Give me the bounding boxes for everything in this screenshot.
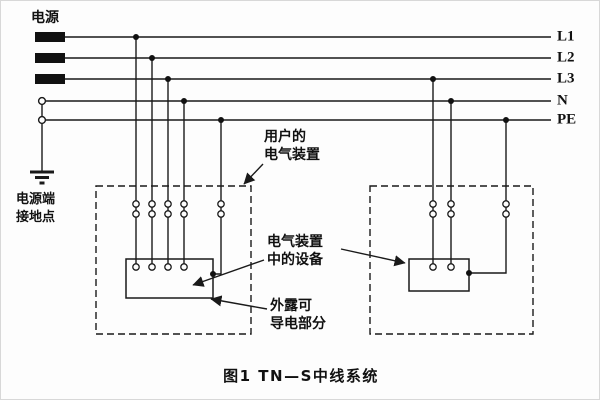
- right-equipment-box: [408, 258, 470, 292]
- power-terminal-blocks: [35, 32, 65, 84]
- annotation-arrows: [192, 163, 406, 310]
- bus-label-n: N: [557, 92, 568, 109]
- right-wire-pe: [469, 120, 507, 274]
- annotation-equipment-line2: 中的设备: [267, 252, 323, 268]
- source-open-terminals: [37, 96, 47, 125]
- terminal-block-l2: [35, 53, 65, 63]
- annotation-equipment-line1: 电气装置: [267, 234, 323, 250]
- power-source-label: 电源: [31, 10, 59, 26]
- arrow-exposed-parts: [210, 295, 268, 310]
- arrow-user-installation: [243, 163, 264, 185]
- bus-label-l2: L2: [557, 49, 575, 66]
- source-ground-point-label-line2: 接地点: [16, 210, 56, 225]
- annotation-exposed-parts-line2: 导电部分: [270, 316, 326, 332]
- annotation-exposed-parts-line1: 外露可: [270, 298, 312, 314]
- bus-conductors: [46, 36, 551, 121]
- source-ground-point-label-line1: 电源端: [16, 192, 56, 207]
- earth-symbol: [30, 170, 54, 185]
- figure-caption: 图1 TN—S中线系统: [223, 367, 379, 385]
- annotation-user-installation-line2: 电气装置: [264, 147, 320, 163]
- connection-terminals: [132, 200, 510, 271]
- left-wire-pe: [213, 120, 222, 275]
- arrow-equipment-left: [192, 259, 265, 287]
- left-installation-box: [95, 185, 252, 335]
- bus-label-l1: L1: [557, 28, 575, 45]
- bus-label-pe: PE: [557, 111, 577, 128]
- arrow-equipment-right: [340, 248, 406, 267]
- bus-label-l3: L3: [557, 70, 575, 87]
- annotation-user-installation-line1: 用户的: [264, 129, 306, 145]
- junction-dots: [133, 34, 509, 277]
- terminal-block-l3: [35, 74, 65, 84]
- terminal-block-l1: [35, 32, 65, 42]
